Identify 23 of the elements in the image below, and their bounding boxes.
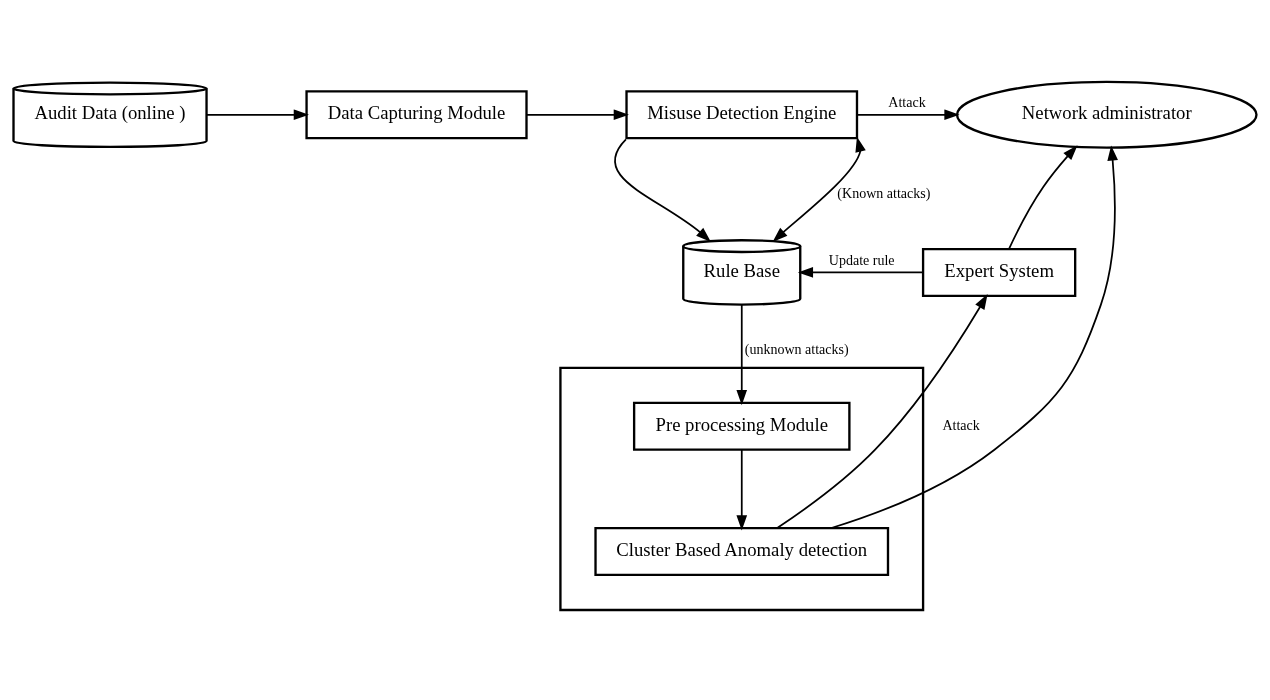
- arrow: [205, 108, 309, 120]
- arrow: [856, 108, 960, 120]
- node-box: Expert System: [921, 247, 1077, 297]
- node-box: Pre processing Module: [632, 401, 851, 451]
- arrow: [736, 303, 748, 405]
- node-box: Cluster Based Anomaly detection: [594, 526, 890, 576]
- node-box: Misuse Detection Engine: [625, 89, 859, 139]
- node-box: Data Capturing Module: [305, 89, 528, 139]
- arrow: [1008, 144, 1078, 250]
- node-ellipse: Network administrator: [955, 80, 1258, 149]
- arrow: [772, 136, 866, 242]
- edge-label: Attack: [942, 416, 980, 433]
- edge-label: (Known attacks): [837, 184, 931, 201]
- arrow: [797, 266, 924, 278]
- arrow: [830, 144, 1118, 529]
- edge-label: Update rule: [828, 251, 895, 268]
- edge-label: Attack: [888, 93, 926, 110]
- edge-label: (unknown attacks): [744, 340, 849, 357]
- arrow: [736, 448, 748, 531]
- arrow: [525, 108, 629, 120]
- cluster: [559, 366, 925, 611]
- arrow: [776, 293, 988, 529]
- arrow: [614, 137, 711, 242]
